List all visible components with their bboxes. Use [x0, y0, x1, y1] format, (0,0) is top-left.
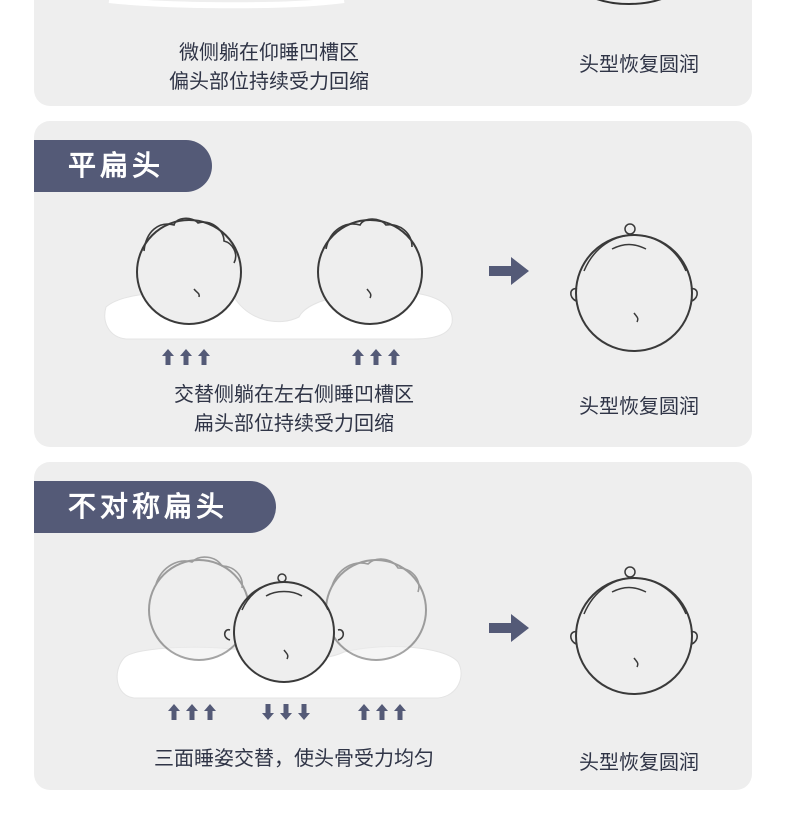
result-label: 头型恢复圆润: [579, 52, 699, 76]
card-asymmetric-head: 不对称扁头: [34, 462, 752, 790]
arrow-up-icon: [162, 349, 174, 365]
description: 微侧躺在仰睡凹槽区 偏头部位持续受力回缩: [139, 38, 399, 96]
card-flat-head: 平扁头: [34, 121, 752, 447]
arrow-up-icon: [168, 704, 180, 720]
arrow-up-icon: [376, 704, 388, 720]
baby-head-icon: [223, 573, 345, 683]
arrow-up-icon: [204, 704, 216, 720]
card-top: 微侧躺在仰睡凹槽区 偏头部位持续受力回缩 头型恢复圆润: [34, 0, 752, 106]
arrow-right-icon: [489, 257, 529, 285]
baby-head-icon: [325, 558, 427, 661]
arrow-down-icon: [298, 704, 310, 720]
arrow-down-icon: [280, 704, 292, 720]
baby-head-icon: [596, 0, 662, 5]
pillow-illustration-top: [108, 0, 662, 9]
description-line-2: 扁头部位持续受力回缩: [194, 411, 394, 435]
arrow-up-icon: [358, 704, 370, 720]
asymmetric-head-illustration: [116, 556, 698, 720]
description: 三面睡姿交替，使头骨受力均匀: [154, 746, 434, 770]
arrow-down-icon: [262, 704, 274, 720]
baby-head-icon: [317, 218, 423, 325]
baby-head-icon: [136, 217, 242, 325]
arrow-up-icon: [198, 349, 210, 365]
arrow-up-icon: [370, 349, 382, 365]
baby-head-icon: [570, 566, 698, 695]
description-line-1: 微侧躺在仰睡凹槽区: [179, 40, 359, 64]
description-line-2: 偏头部位持续受力回缩: [169, 69, 369, 93]
result-label: 头型恢复圆润: [579, 394, 699, 418]
flat-head-illustration: [104, 217, 698, 365]
arrow-up-icon: [186, 704, 198, 720]
arrow-right-icon: [489, 614, 529, 642]
arrow-up-icon: [180, 349, 192, 365]
arrow-up-icon: [388, 349, 400, 365]
arrow-up-icon: [394, 704, 406, 720]
baby-head-icon: [570, 223, 698, 352]
pillow-icon: [108, 0, 345, 9]
description-line-1: 交替侧躺在左右侧睡凹槽区: [174, 382, 414, 406]
arrow-up-icon: [352, 349, 364, 365]
section-tag: 不对称扁头: [34, 481, 276, 533]
result-label: 头型恢复圆润: [579, 750, 699, 774]
section-tag: 平扁头: [34, 140, 212, 192]
baby-head-icon: [148, 556, 250, 661]
description: 交替侧躺在左右侧睡凹槽区 扁头部位持续受力回缩: [144, 380, 444, 438]
